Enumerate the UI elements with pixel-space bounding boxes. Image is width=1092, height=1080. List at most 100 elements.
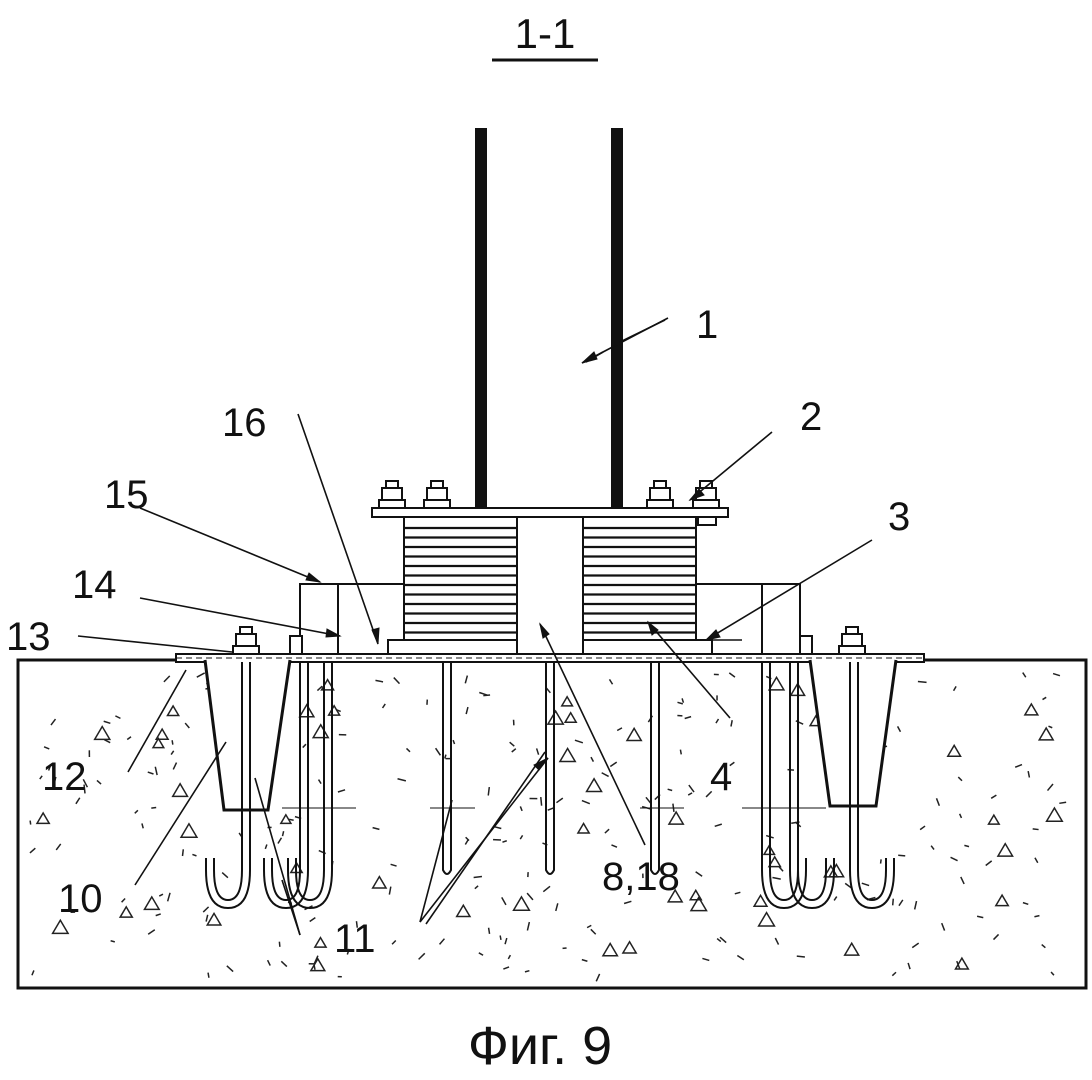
anchor-rod: [442, 662, 452, 875]
concrete-dash: [957, 776, 963, 782]
concrete-dash: [196, 672, 206, 678]
concrete-dash: [317, 779, 322, 785]
concrete-dash: [487, 927, 491, 934]
concrete-dash: [184, 722, 190, 729]
concrete-dash: [716, 937, 722, 943]
concrete-dash: [47, 766, 51, 771]
callout-13: 13: [6, 615, 51, 659]
concrete-dash: [355, 921, 359, 928]
bearing-body: [403, 516, 518, 641]
concrete-aggregate: [767, 675, 786, 691]
concrete-aggregate: [767, 855, 782, 868]
concrete-dash: [524, 969, 530, 973]
concrete-aggregate: [371, 875, 388, 889]
concrete-aggregate: [987, 813, 1001, 825]
callout-11: 11: [334, 917, 376, 961]
concrete-dash: [958, 813, 963, 819]
concrete-aggregate: [843, 941, 861, 956]
concrete-dash: [147, 771, 154, 775]
concrete-dash: [623, 900, 632, 905]
concrete-dash: [465, 836, 470, 842]
concrete-dash: [992, 933, 1000, 941]
central-insert: [516, 516, 584, 655]
concrete-aggregate: [954, 956, 970, 970]
column-wall-right: [611, 128, 623, 508]
concrete-dash: [833, 896, 838, 901]
callout-3: 3: [888, 495, 910, 539]
concrete-aggregate: [35, 811, 51, 825]
concrete-aggregate: [946, 743, 962, 757]
concrete-dash: [504, 937, 508, 945]
concrete-dash: [264, 844, 268, 850]
concrete-dash: [736, 954, 745, 961]
concrete-dash: [950, 856, 958, 862]
concrete-aggregate: [298, 703, 316, 718]
concrete-aggregate: [1023, 702, 1040, 716]
concrete-dash: [110, 940, 116, 943]
concrete-dash: [608, 678, 614, 685]
top-plate-2: [371, 507, 729, 518]
concrete-aggregate: [279, 813, 293, 825]
callout-15: 15: [104, 473, 149, 517]
concrete-dash: [1027, 770, 1031, 778]
concrete-aggregate: [752, 893, 769, 908]
concrete-aggregate: [601, 942, 619, 957]
callout-labels: 1 2 3 4 8,18 10 11 12 13 14 15 16: [6, 303, 910, 961]
concrete-dash: [50, 718, 57, 726]
concrete-dash: [540, 796, 543, 806]
concrete-dash: [917, 680, 927, 684]
concrete-dash: [473, 875, 483, 879]
concrete-dash: [302, 743, 307, 749]
concrete-dash: [556, 797, 564, 804]
concrete-aggregate: [154, 727, 170, 741]
concrete-dash: [147, 929, 156, 935]
concrete-dash: [391, 939, 397, 945]
concrete-foundation: [16, 658, 1088, 990]
anchor-bolts: [205, 662, 895, 910]
concrete-aggregate: [171, 782, 189, 798]
concrete-dash: [1052, 672, 1061, 677]
concrete-aggregate: [166, 704, 181, 717]
concrete-dash: [372, 826, 380, 831]
concrete-dash: [526, 921, 531, 931]
concrete-dash: [1042, 696, 1047, 701]
concrete-dash: [677, 701, 684, 705]
concrete-dash: [266, 959, 271, 966]
concrete-dash: [390, 863, 397, 867]
concrete-dash: [898, 899, 904, 907]
anchor-rod: [545, 662, 555, 875]
concrete-dash: [277, 837, 283, 844]
concrete-dash: [667, 788, 673, 792]
concrete-dash: [687, 792, 693, 796]
concrete-aggregate: [313, 936, 328, 948]
concrete-dash: [555, 903, 559, 912]
concrete-dash: [1050, 971, 1055, 976]
concrete-dash: [29, 847, 36, 854]
anchor-pockets: [203, 659, 898, 812]
concrete-dash: [464, 675, 469, 684]
callout-14: 14: [72, 563, 117, 607]
j-hook-anchor-outer: [287, 662, 333, 910]
concrete-dash: [75, 797, 81, 805]
concrete-dash: [891, 898, 895, 906]
concrete-dash: [438, 938, 446, 945]
concrete-dash: [121, 897, 126, 903]
concrete-dash: [526, 892, 534, 901]
concrete-aggregate: [994, 893, 1010, 907]
concrete-aggregate: [585, 777, 603, 793]
j-hook-anchor: [769, 662, 799, 902]
concrete-dash: [288, 818, 294, 821]
concrete-dash: [503, 966, 510, 970]
concrete-dash: [192, 853, 197, 857]
concrete-aggregate: [143, 895, 161, 911]
concrete-dash: [1034, 857, 1039, 864]
concrete-aggregate: [689, 895, 708, 912]
concrete-dash: [574, 739, 584, 744]
concrete-dash: [226, 965, 234, 973]
concrete-dash: [728, 672, 736, 678]
concrete-dash: [281, 831, 285, 837]
concrete-aggregate: [757, 911, 776, 927]
concrete-dash: [590, 756, 595, 763]
concrete-dash: [337, 789, 346, 793]
